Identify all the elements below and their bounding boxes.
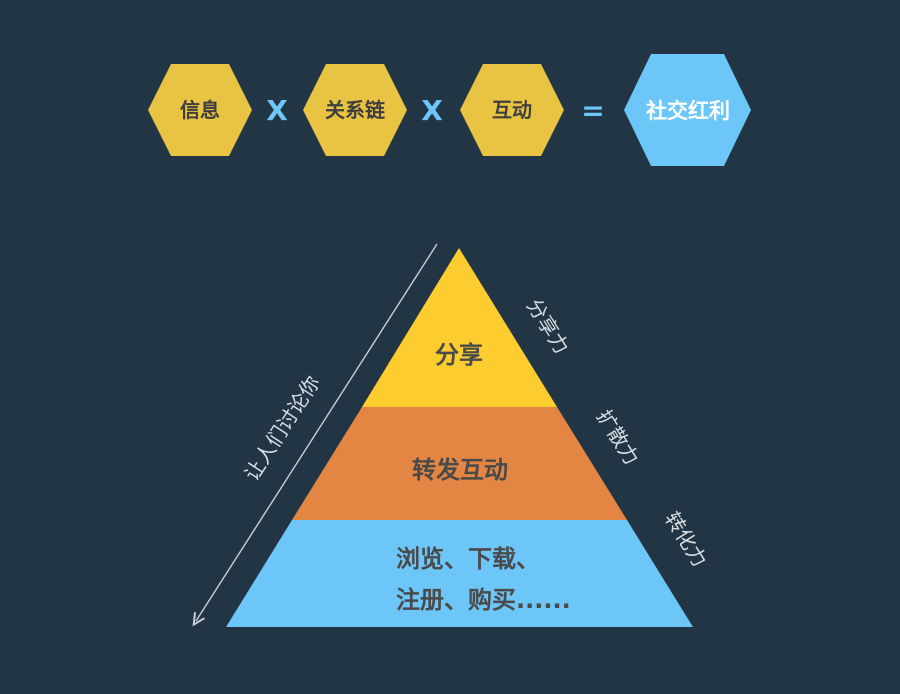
hex-shape [148, 64, 252, 156]
hex-label-result: 社交红利 [645, 99, 730, 123]
hex-interaction: 互动 [460, 64, 564, 156]
tier-label-top: 分享 [435, 341, 483, 369]
arrow-line [196, 243, 438, 621]
operator-equals: = [581, 94, 604, 127]
hex-label-interaction: 互动 [492, 98, 532, 122]
side-label-share: 分享力 [522, 294, 574, 358]
hex-info: 信息 [148, 64, 252, 156]
arrow-label: 让人们讨论你 [239, 371, 324, 485]
side-label-spread: 扩散力 [592, 405, 644, 469]
hex-label-relation: 关系链 [325, 98, 386, 122]
hex-shape-result [624, 54, 751, 166]
operator-multiply-2: X [421, 94, 443, 127]
tier-label-bottom-line-2: 注册、购买...... [396, 586, 571, 614]
hex-label-info: 信息 [180, 98, 220, 122]
pyramid-tier-top [362, 248, 557, 407]
side-label-convert: 转化力 [660, 507, 712, 571]
operator-multiply-1: X [266, 94, 288, 127]
equation-row: 信息 X 关系链 X 互动 = 社交红利 [148, 54, 751, 166]
hex-relation: 关系链 [303, 64, 407, 156]
hex-result: 社交红利 [624, 54, 751, 166]
pyramid-tier-bottom [226, 520, 693, 627]
pyramid: 分享 转发互动 浏览、下载、 注册、购买...... 分享力 扩散力 转化力 [226, 248, 712, 627]
hex-shape [303, 64, 407, 156]
tier-label-bottom-line-1: 浏览、下载、 [396, 545, 540, 573]
pyramid-tier-middle [292, 407, 627, 520]
hex-shape [460, 64, 564, 156]
tier-label-middle: 转发互动 [412, 456, 508, 484]
